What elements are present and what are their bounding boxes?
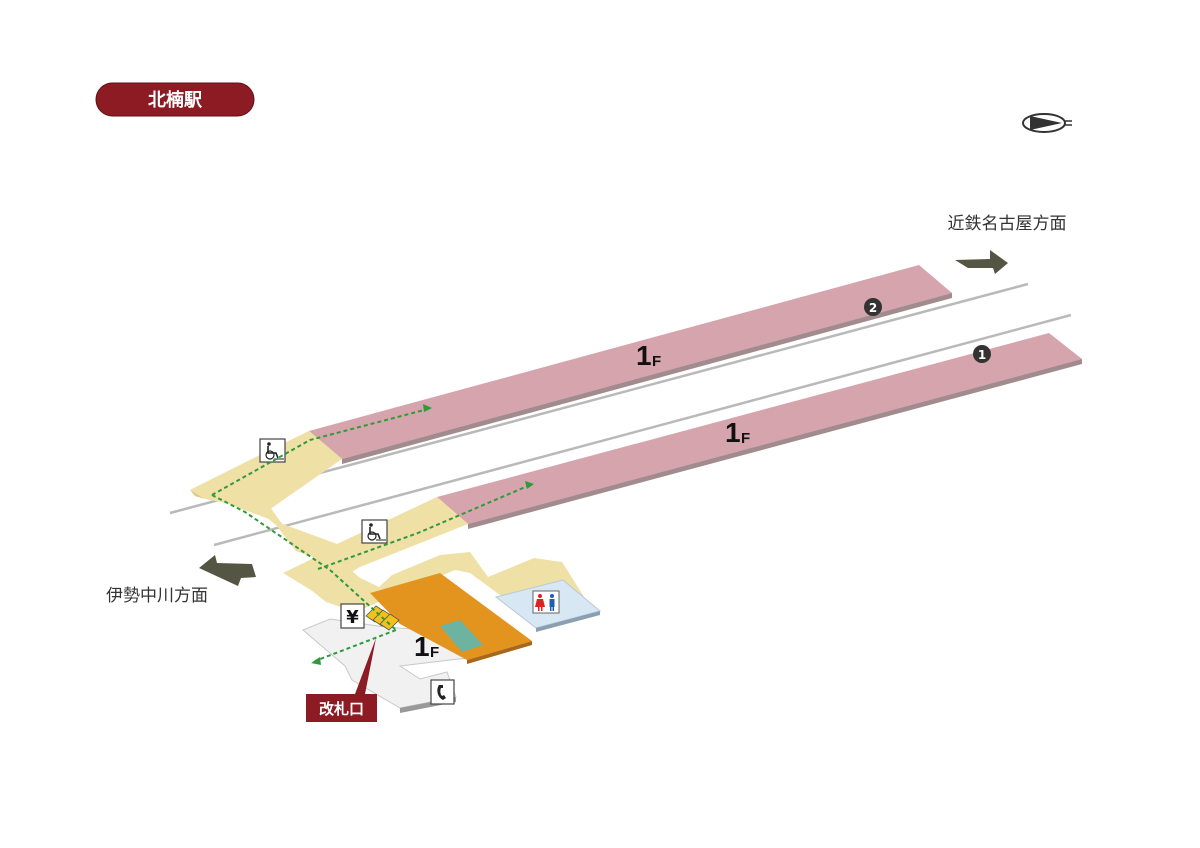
svg-text:F: F <box>430 644 439 661</box>
platform-number-badge: 2 <box>864 298 882 316</box>
station-name-badge: 北楠駅 <box>95 82 255 117</box>
floor-label-platform-2: 1 F <box>636 340 661 371</box>
telephone-icon <box>430 679 455 705</box>
staff-area <box>440 620 483 652</box>
floor-label-concourse: 1 F <box>414 631 439 662</box>
compass-icon <box>1022 113 1072 133</box>
svg-text:2: 2 <box>869 301 877 315</box>
route-arrowheads <box>311 404 534 665</box>
svg-text:1: 1 <box>414 631 430 662</box>
svg-text:1: 1 <box>725 417 741 448</box>
restroom-icon <box>532 590 560 614</box>
shop-area <box>370 573 532 660</box>
station-name: 北楠駅 <box>148 89 203 111</box>
svg-text:F: F <box>741 430 750 447</box>
wheelchair-icon <box>259 438 286 463</box>
direction-south-label: 伊勢中川方面 <box>106 586 208 606</box>
wheelchair-icon <box>361 519 388 544</box>
platform-1 <box>437 333 1082 524</box>
platform-2 <box>309 265 952 459</box>
walkway <box>190 431 593 618</box>
svg-text:¥: ¥ <box>346 607 359 628</box>
svg-text:1: 1 <box>978 348 986 362</box>
track-line <box>213 313 1072 547</box>
direction-north-label: 近鉄名古屋方面 <box>948 214 1067 234</box>
direction-arrow-south <box>199 555 256 586</box>
svg-text:1: 1 <box>636 340 652 371</box>
direction-arrow-north <box>955 250 1008 274</box>
ticket-machine-icon: ¥ <box>340 603 365 629</box>
ticket-gate-label: 改札口 <box>319 700 364 718</box>
svg-text:F: F <box>652 353 661 370</box>
accessible-route <box>211 408 531 662</box>
ticket-gate-callout: 改札口 <box>306 638 377 722</box>
floor-label-platform-1: 1 F <box>725 417 750 448</box>
platform-number-badge: 1 <box>973 345 991 363</box>
